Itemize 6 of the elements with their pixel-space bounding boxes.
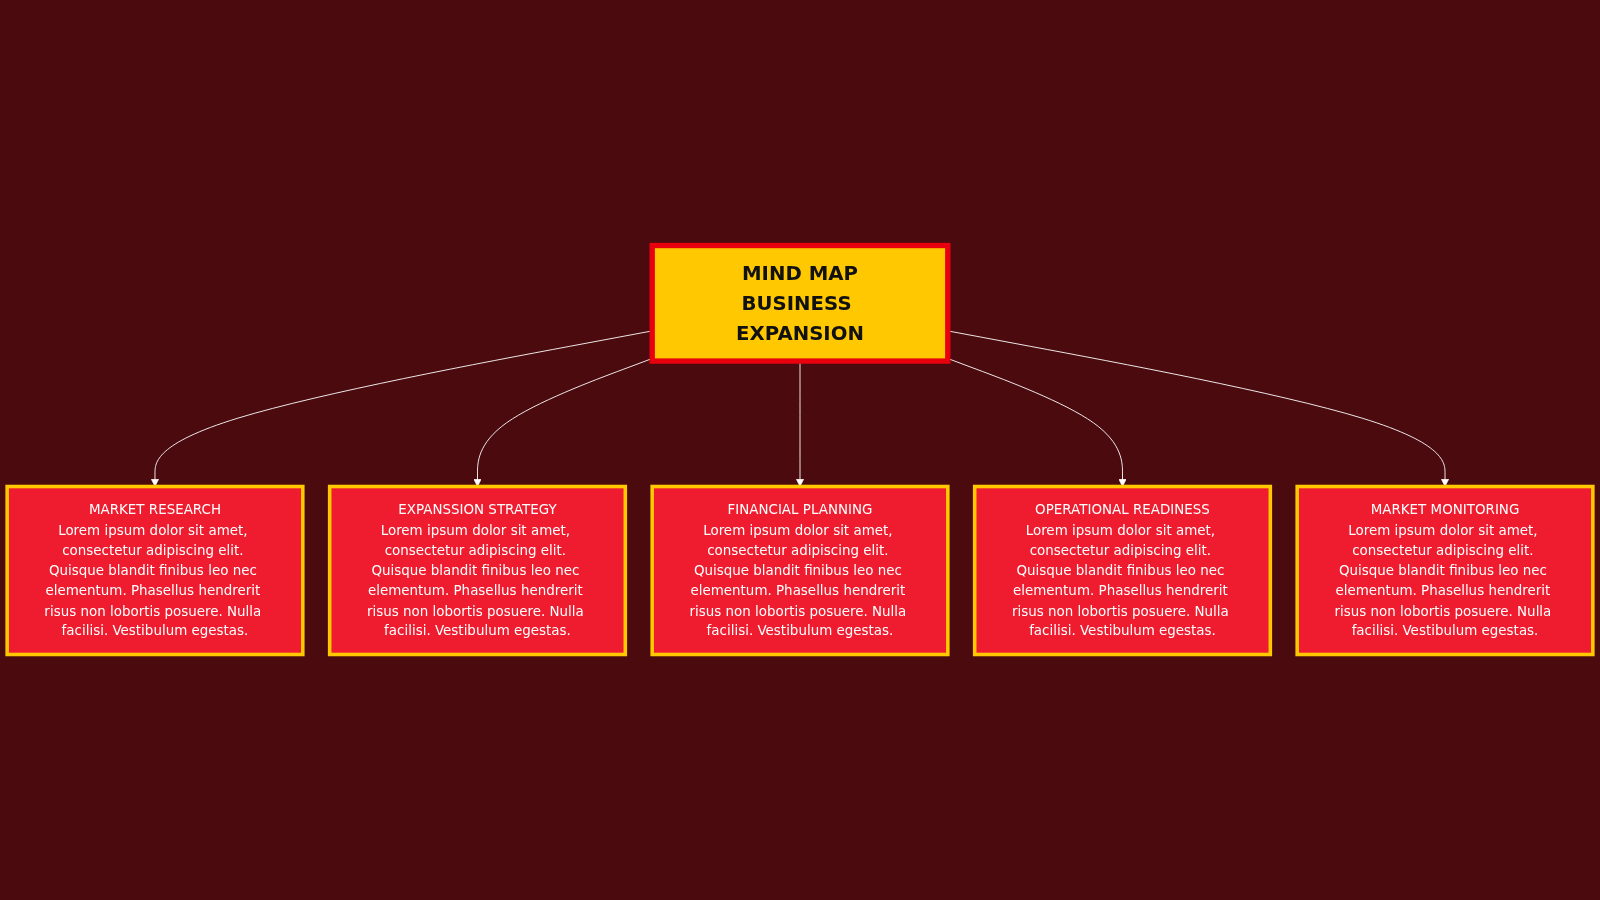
node-box: EXPANSSION STRATEGY Lorem ipsum dolor sit amet, consectetur adipiscing elit. Quisque blandit finibus leo nec elementum. Phasellus hendrerit risus non lobortis posuere. Nulla facilisi. Vestibulum egestas. (327, 484, 628, 657)
node-box: MARKET RESEARCH Lorem ipsum dolor sit amet, consectetur adipiscing elit. Quisque blandit finibus leo nec elementum. Phasellus hendrerit risus non lobortis posuere. Nulla facilisi. Vestibulum egestas. (5, 484, 305, 657)
node-box: FINANCIAL PLANNING Lorem ipsum dolor sit amet, consectetur adipiscing elit. Quisque blandit finibus leo nec elementum. Phasellus hendrerit risus non lobortis posuere. Nulla facilisi. Vestibulum egestas. (650, 484, 950, 657)
node-box: MIND MAP BUSINESS EXPANSION (649, 242, 951, 364)
node-box: OPERATIONAL READINESS Lorem ipsum dolor sit amet, consectetur adipiscing elit. Quisque blandit finibus leo nec elementum. Phasellus hendrerit risus non lobortis posuere. Nulla facilisi. Vestibulum egestas. (972, 484, 1273, 657)
node-box: MARKET MONITORING Lorem ipsum dolor sit amet, consectetur adipiscing elit. Quisque blandit finibus leo nec elementum. Phasellus hendrerit risus non lobortis posuere. Nulla facilisi. Vestibulum egestas. (1295, 484, 1595, 657)
